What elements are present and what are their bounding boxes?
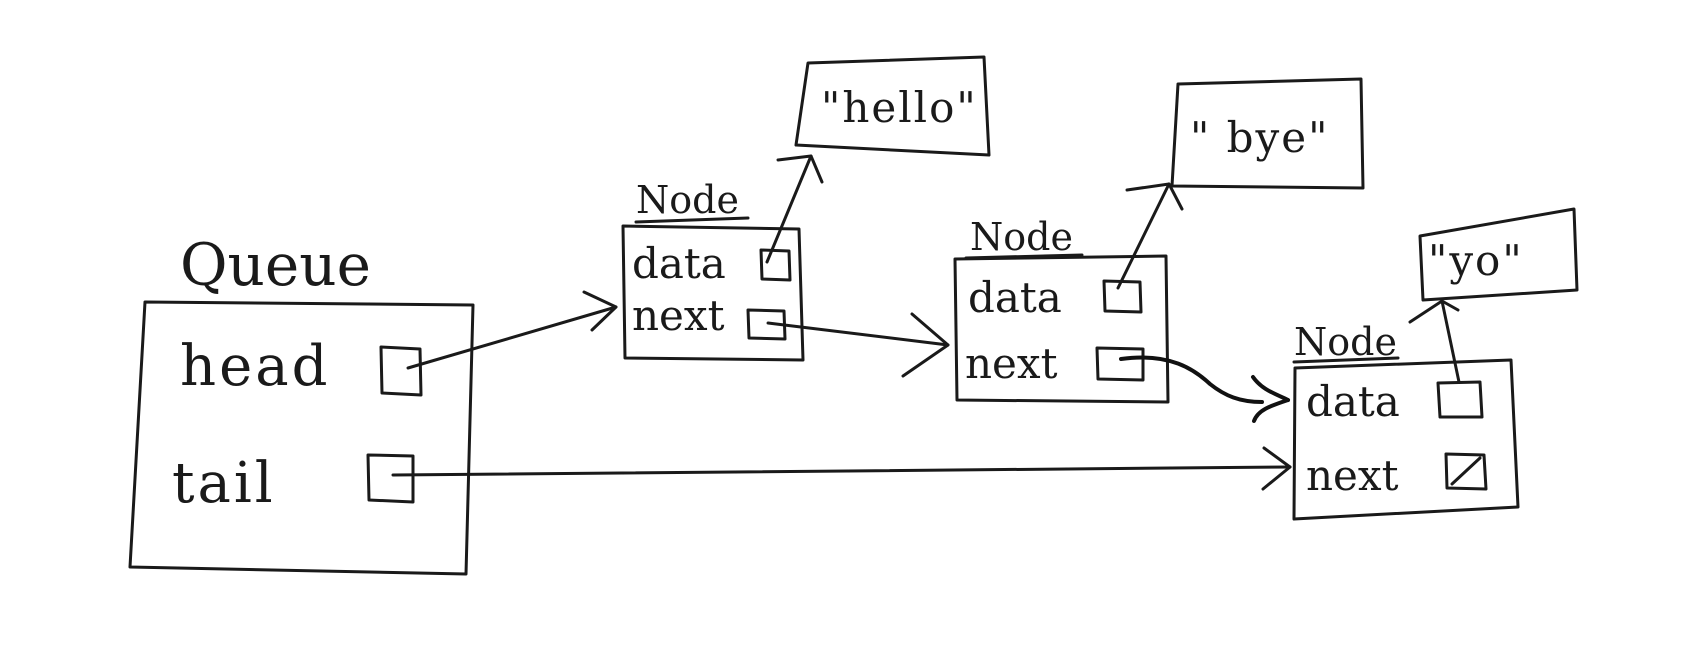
node-2-value: " bye" [1190, 113, 1329, 162]
node-3-value-box [1418, 207, 1579, 302]
node-3-data-pointer-box [1436, 380, 1484, 419]
arrow-node-1-data-to-value [765, 154, 824, 264]
node-1-data-pointer-box [759, 248, 792, 282]
node-3-next-null-box [1444, 452, 1488, 491]
node-3-field-next: next [1306, 451, 1399, 500]
node-1-field-data: data [632, 239, 726, 288]
node-3-field-data: data [1306, 377, 1400, 426]
node-3-underline [1292, 356, 1400, 364]
queue-title: Queue [180, 231, 371, 299]
node-2-next-pointer-box [1095, 346, 1145, 382]
node-1-group: Node data next "hello" [621, 55, 991, 362]
queue-head-pointer-box [379, 345, 423, 397]
node-1-value: "hello" [821, 83, 978, 132]
node-1-value-box [794, 55, 991, 157]
node-2-data-pointer-box [1102, 279, 1143, 314]
queue-box [128, 300, 475, 576]
arrow-tail-to-node-3 [391, 446, 1292, 491]
queue-group: Queue head tail [128, 231, 475, 576]
arrow-head-to-node-1 [406, 290, 618, 370]
node-2-group: Node data next " bye" [953, 77, 1365, 404]
arrow-node-2-data-to-value [1116, 182, 1184, 290]
node-2-value-box [1170, 77, 1365, 190]
node-3-label: Node [1294, 320, 1397, 364]
node-1-label: Node [636, 178, 739, 222]
queue-field-tail: tail [172, 451, 276, 516]
node-3-group: Node data next "yo" [1292, 207, 1579, 521]
node-3-box [1292, 358, 1520, 521]
queue-field-head: head [180, 334, 330, 399]
node-3-null-slash [1450, 456, 1482, 486]
node-2-field-next: next [965, 339, 1058, 388]
node-3-value: "yo" [1428, 236, 1524, 285]
node-1-underline [634, 216, 750, 224]
node-1-box [621, 224, 805, 362]
node-1-field-next: next [632, 291, 725, 340]
queue-tail-pointer-box [366, 453, 415, 504]
node-2-label: Node [970, 215, 1073, 259]
node-2-field-data: data [968, 273, 1062, 322]
arrow-node-1-next-to-node-2 [766, 312, 950, 378]
arrow-node-2-next-to-node-3 [1119, 355, 1290, 423]
arrow-node-3-data-to-value [1408, 299, 1461, 384]
node-1-next-pointer-box [746, 308, 787, 341]
node-2-box [953, 254, 1170, 404]
